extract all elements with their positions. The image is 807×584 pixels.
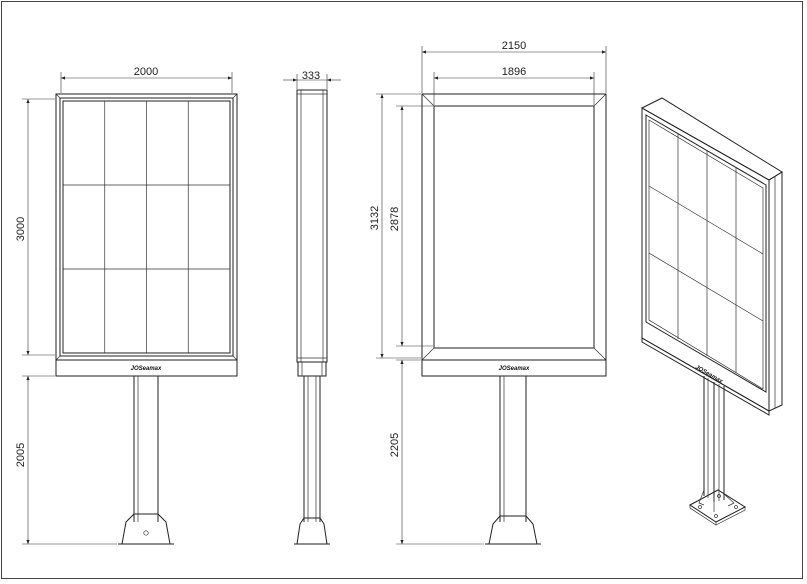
- width-dimension-label: 2000: [134, 66, 158, 78]
- pole-dimension-label-plain: 2205: [389, 433, 401, 457]
- iso-side-face: [768, 171, 783, 412]
- side-base: [297, 361, 327, 377]
- pole-foot-plain: [488, 515, 538, 545]
- inner-width-dimension-label: 1896: [502, 66, 526, 78]
- outer-height-dimension-label: 3132: [369, 206, 381, 230]
- side-view: 333: [283, 70, 341, 545]
- iso-top-face: [640, 97, 783, 181]
- inner-height-dimension-label: 2878: [389, 207, 401, 231]
- cabinet-inner-frame: [59, 97, 234, 357]
- depth-dimension-label: 333: [302, 70, 320, 82]
- iso-front-window: [645, 114, 767, 393]
- cabinet-window: [433, 105, 595, 349]
- pole-dimension-label: 2005: [15, 443, 27, 467]
- isometric-view: JOSeamax: [640, 97, 783, 526]
- side-foot: [296, 517, 328, 545]
- base-plinth-plain: [421, 359, 607, 377]
- base-plinth: [55, 359, 238, 377]
- brand-label-plain: JOSeamax: [499, 366, 530, 372]
- cabinet-outer-plain: [421, 93, 607, 361]
- height-dimension-label: 3000: [15, 217, 27, 241]
- front-plain-view: JOSeamax 2150 1896 3132: [369, 40, 607, 545]
- outer-width-dimension-label: 2150: [502, 40, 526, 52]
- front-grid-view: JOSeamax 2000 3000 2005: [15, 66, 238, 545]
- brand-label: JOSeamax: [131, 366, 162, 372]
- pole-foot: [121, 513, 171, 545]
- side-outer: [296, 89, 328, 363]
